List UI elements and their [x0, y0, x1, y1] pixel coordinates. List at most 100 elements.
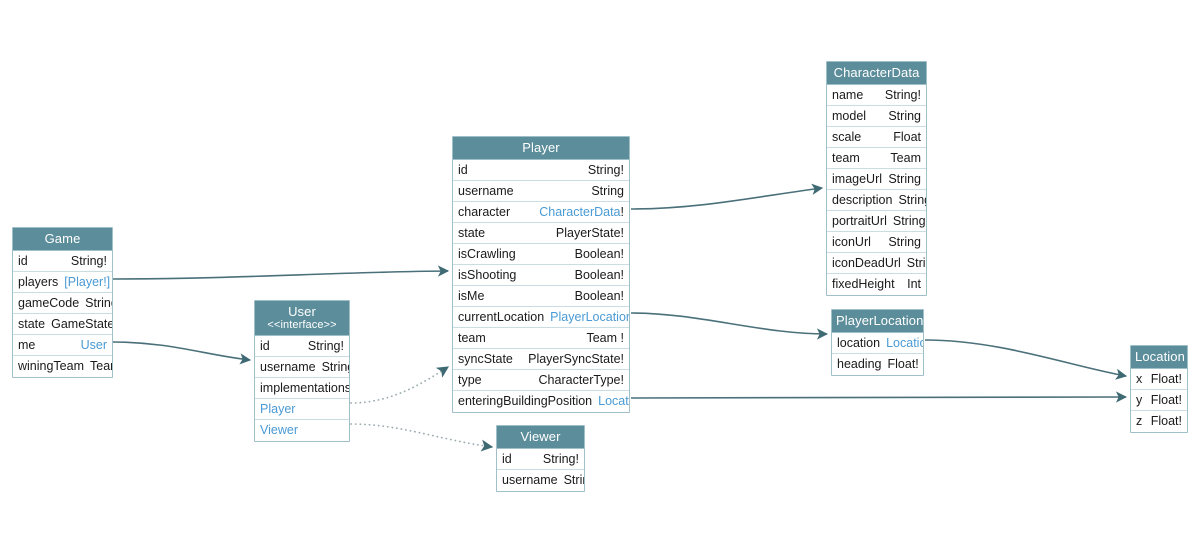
edge-user-implements-player	[350, 366, 450, 404]
edge-player-currentlocation-to-playerlocation	[630, 312, 829, 340]
field-type: String!	[587, 162, 624, 177]
field-name: iconUrl	[832, 234, 871, 249]
field-name: type	[458, 372, 482, 387]
field-row[interactable]: gameCode String!	[13, 293, 112, 314]
field-row[interactable]: state PlayerState!	[453, 223, 629, 244]
field-name: players	[18, 274, 59, 289]
field-type: String	[898, 192, 926, 207]
entity-game-header: Game	[13, 228, 112, 251]
field-name: currentLocation	[458, 309, 545, 324]
field-type: Float!	[1150, 414, 1182, 428]
field-type: String	[321, 359, 349, 374]
entity-user[interactable]: User <<interface>> id String! username S…	[254, 300, 350, 442]
field-type-ref[interactable]: CharacterData	[539, 204, 621, 219]
field-row[interactable]: id String!	[497, 449, 584, 470]
field-type[interactable]: User	[80, 337, 107, 352]
field-row[interactable]: isShooting Boolean!	[453, 265, 629, 286]
field-row[interactable]: syncState PlayerSyncState!	[453, 349, 629, 370]
field-type[interactable]: CharacterData!	[533, 202, 624, 222]
field-type-ref[interactable]: PlayerLocation	[550, 309, 629, 324]
field-row[interactable]: name String!	[827, 85, 926, 106]
field-type[interactable]: PlayerLocation!	[544, 307, 629, 327]
field-row[interactable]: type CharacterType!	[453, 370, 629, 391]
field-name: portraitUrl	[832, 213, 887, 228]
field-row[interactable]: currentLocation PlayerLocation!	[453, 307, 629, 328]
field-type: String	[888, 108, 921, 123]
field-row[interactable]: username String	[255, 357, 349, 378]
implementation-name[interactable]: Player	[260, 401, 296, 416]
field-name: enteringBuildingPosition	[458, 394, 593, 408]
field-type: Float!	[1150, 392, 1182, 407]
field-type: String!	[70, 253, 107, 268]
field-row[interactable]: heading Float!	[832, 354, 923, 375]
field-row[interactable]: me User	[13, 335, 112, 356]
field-row[interactable]: portraitUrl String	[827, 211, 926, 232]
field-row[interactable]: model String	[827, 106, 926, 127]
field-type: Boolean!	[574, 246, 624, 261]
field-row[interactable]: fixedHeight Int	[827, 274, 926, 295]
field-name: username	[502, 473, 558, 487]
entity-characterdata[interactable]: CharacterData name String! model String …	[826, 61, 927, 296]
field-type: String!	[307, 338, 344, 353]
entity-player[interactable]: Player id String! username String charac…	[452, 136, 630, 413]
field-name: username	[458, 183, 514, 198]
field-name: id	[260, 338, 270, 353]
field-type: Team !	[586, 330, 624, 345]
field-type[interactable]: [Player!]	[64, 274, 111, 289]
field-type: String!	[884, 87, 921, 102]
field-name: id	[18, 253, 28, 268]
implementation-name[interactable]: Viewer	[260, 423, 298, 437]
field-type: Boolean!	[574, 288, 624, 303]
field-name: description	[832, 192, 893, 207]
field-type[interactable]: Location!	[886, 335, 923, 350]
implementation-row-viewer[interactable]: Viewer	[255, 420, 349, 441]
entity-location[interactable]: Location x Float! y Float! z Float!	[1130, 345, 1188, 433]
entity-game[interactable]: Game id String! players [Player!] gameCo…	[12, 227, 113, 378]
field-type-bang: !	[620, 204, 624, 219]
field-type: Team	[890, 150, 921, 165]
edge-player-character-to-characterdata	[630, 183, 824, 210]
field-row[interactable]: team Team	[827, 148, 926, 169]
field-type: Team	[90, 359, 112, 373]
field-type: Float	[893, 129, 921, 144]
field-row[interactable]: iconUrl String	[827, 232, 926, 253]
field-row[interactable]: z Float!	[1131, 411, 1187, 432]
field-row[interactable]: username String	[497, 470, 584, 491]
implementation-row-player[interactable]: Player	[255, 399, 349, 420]
field-row[interactable]: team Team !	[453, 328, 629, 349]
field-type: String!	[85, 295, 112, 310]
field-name: isCrawling	[458, 246, 516, 261]
field-row[interactable]: isMe Boolean!	[453, 286, 629, 307]
field-row[interactable]: enteringBuildingPosition Location	[453, 391, 629, 412]
field-row[interactable]: scale Float	[827, 127, 926, 148]
entity-playerlocation[interactable]: PlayerLocation location Location! headin…	[831, 309, 924, 376]
field-type: PlayerState!	[555, 225, 624, 240]
field-row[interactable]: character CharacterData!	[453, 202, 629, 223]
field-name: syncState	[458, 351, 513, 366]
field-type: String	[563, 473, 584, 487]
field-name: state	[18, 316, 46, 331]
field-type[interactable]: Location	[598, 394, 629, 408]
field-name: x	[1136, 371, 1143, 386]
field-row[interactable]: description String	[827, 190, 926, 211]
field-type: String	[906, 255, 926, 270]
field-row[interactable]: username String	[453, 181, 629, 202]
field-row[interactable]: players [Player!]	[13, 272, 112, 293]
field-row[interactable]: y Float!	[1131, 390, 1187, 411]
field-row[interactable]: location Location!	[832, 333, 923, 354]
field-row[interactable]: isCrawling Boolean!	[453, 244, 629, 265]
field-row[interactable]: state GameState!	[13, 314, 112, 335]
entity-viewer[interactable]: Viewer id String! username String	[496, 425, 585, 492]
field-name: location	[837, 335, 881, 350]
field-row[interactable]: id String!	[13, 251, 112, 272]
field-name: fixedHeight	[832, 277, 895, 291]
edge-user-implements-viewer	[350, 423, 494, 452]
field-row[interactable]: id String!	[255, 336, 349, 357]
field-row[interactable]: x Float!	[1131, 369, 1187, 390]
field-row[interactable]: iconDeadUrl String	[827, 253, 926, 274]
field-row[interactable]: id String!	[453, 160, 629, 181]
field-row[interactable]: imageUrl String	[827, 169, 926, 190]
edge-game-me-to-user	[112, 341, 252, 365]
field-row[interactable]: winingTeam Team	[13, 356, 112, 377]
